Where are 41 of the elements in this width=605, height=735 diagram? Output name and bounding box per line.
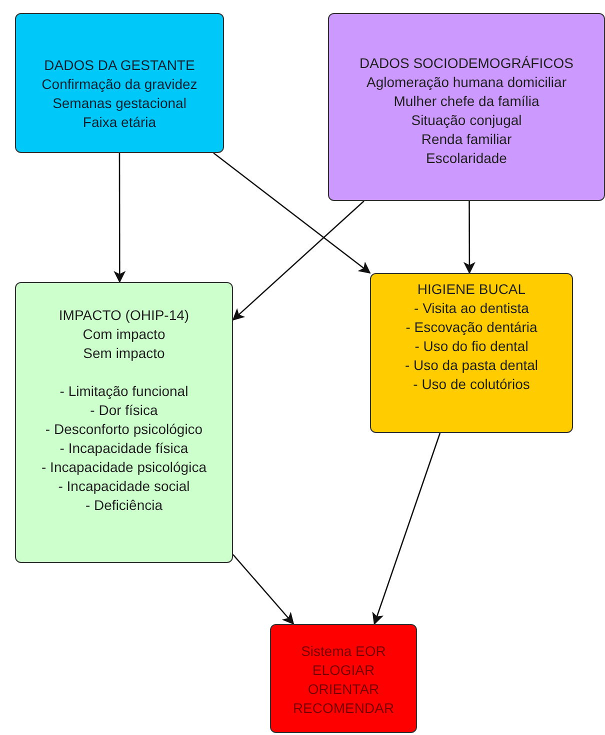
node-text: ORIENTAR <box>308 680 380 699</box>
node-text: Mulher chefe da família <box>394 92 540 111</box>
arrow <box>232 200 364 321</box>
node-text: - Desconforto psicológico <box>45 420 203 439</box>
node-heading: DADOS DA GESTANTE <box>44 56 195 75</box>
node-text: - Visita ao dentista <box>414 299 529 318</box>
node-text: Faixa etária <box>82 113 156 132</box>
node-heading: HIGIENE BUCAL <box>417 280 526 299</box>
node-text: Aglomeração humana domiciliar <box>366 73 566 92</box>
node-heading: Sistema EOR <box>301 642 386 661</box>
node-text: Confirmação da gravidez <box>42 75 198 94</box>
node-heading: DADOS SOCIODEMOGRÁFICOS <box>360 54 574 73</box>
node-text: Renda familiar <box>421 130 512 149</box>
process-box <box>328 13 605 201</box>
arrow <box>372 432 441 625</box>
node-text: - Incapacidade física <box>60 439 188 458</box>
arrow <box>213 152 371 274</box>
node-text: - Incapacidade psicológica <box>42 458 206 477</box>
arrow <box>463 201 476 274</box>
node-text: - Deficiência <box>85 496 163 515</box>
node-text: Escolaridade <box>426 149 507 168</box>
node-text: RECOMENDAR <box>292 699 394 718</box>
node-text: - Escovação dentária <box>406 318 538 337</box>
node-text: Semanas gestacional <box>52 94 186 113</box>
node-text: - Uso do fio dental <box>414 337 528 356</box>
process-box <box>370 273 573 433</box>
node-text: - Uso da pasta dental <box>404 356 538 375</box>
node-text: - Dor física <box>90 401 158 420</box>
node-text: - Limitação funcional <box>60 382 188 401</box>
node-text: - Uso de colutórios <box>413 375 530 394</box>
arrow <box>114 153 126 283</box>
process-box <box>15 13 224 153</box>
node-text: Situação conjugal <box>411 111 522 130</box>
process-box <box>15 282 233 563</box>
node-heading: IMPACTO (OHIP-14) <box>58 306 190 325</box>
node-text: - Incapacidade social <box>58 477 190 496</box>
node-text: ELOGIAR <box>312 661 375 680</box>
node-text: Com impacto <box>82 325 166 344</box>
node-text: Sem impacto <box>83 344 165 363</box>
arrow <box>232 554 294 625</box>
process-box <box>270 624 417 733</box>
